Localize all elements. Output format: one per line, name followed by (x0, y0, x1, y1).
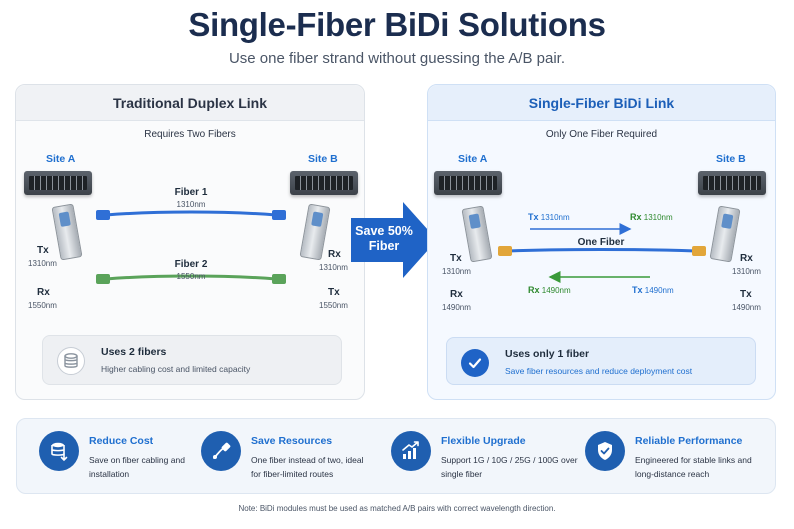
fiber-2-connector-right (272, 274, 286, 284)
site-b-rx-label: Rx (328, 249, 341, 260)
duplex-panel-subtitle: Requires Two Fibers (144, 129, 236, 140)
bidi-site-b-label: Site B (716, 153, 746, 165)
site-a-transceiver-icon (51, 203, 83, 261)
save-arrow-text: Save 50% Fiber (351, 224, 417, 254)
save-arrow-graphic (351, 202, 437, 278)
features-strip: Reduce Cost Save on fiber cabling and in… (16, 418, 776, 494)
bidi-rx-1310-label: Rx 1310nm (630, 212, 673, 222)
bidi-fiber-graphic (498, 223, 706, 283)
feature-title: Flexible Upgrade (441, 435, 526, 447)
fiber-plug-icon (201, 431, 241, 471)
bidi-panel-subtitle: Only One Fiber Required (545, 129, 658, 140)
duplex-site-a-label: Site A (46, 153, 76, 165)
bidi-site-b-tx-wavelength: 1490nm (732, 303, 761, 312)
fiber-2-label: Fiber 2 (174, 259, 208, 270)
bidi-tx-1310-label: Tx 1310nm (528, 212, 570, 222)
bidi-panel-title: Single-Fiber BiDi Link (428, 85, 775, 121)
feature-desc: Engineered for stable links and long-dis… (635, 455, 752, 479)
fiber-1-wavelength: 1310nm (176, 200, 206, 209)
bidi-connector-left (498, 246, 512, 256)
bidi-rx-top-label: Rx (630, 212, 642, 222)
bidi-rx-bottom-wavelength: 1490nm (541, 286, 571, 295)
fiber-1-label: Fiber 1 (174, 187, 208, 198)
site-a-tx-wavelength: 1310nm (28, 259, 57, 268)
site-b-rx-wavelength: 1310nm (319, 263, 348, 272)
bidi-site-a-switch-icon (434, 171, 502, 195)
feature-title: Save Resources (251, 435, 333, 447)
bidi-site-a-label: Site A (458, 153, 488, 165)
bidi-site-a-rx-wavelength: 1490nm (442, 303, 471, 312)
bidi-link-panel: Single-Fiber BiDi Link Only One Fiber Re… (427, 84, 776, 400)
bidi-site-a-transceiver-icon (461, 205, 493, 263)
footer-note: Note: BiDi modules must be used as match… (238, 504, 556, 513)
feature-title: Reliable Performance (635, 435, 743, 447)
feature-desc: Support 1G / 10G / 25G / 100G over singl… (441, 455, 578, 479)
chart-up-icon (391, 431, 431, 471)
site-a-rx-label: Rx (37, 287, 50, 298)
site-b-transceiver-icon (299, 203, 331, 261)
bidi-site-b-switch-icon (698, 171, 766, 195)
fiber-2-cable (105, 274, 277, 281)
duplex-site-b-label: Site B (308, 153, 338, 165)
bidi-tx-top-label: Tx (528, 212, 539, 222)
duplex-fibers-graphic (96, 210, 286, 284)
site-b-switch-icon (290, 171, 358, 195)
bidi-site-b-rx-label: Rx (740, 253, 753, 264)
feature-desc: Save on fiber cabling and installation (89, 455, 185, 479)
bidi-tx-bottom-wavelength: 1490nm (644, 286, 674, 295)
bidi-tx-1490-label: Tx 1490nm (632, 285, 674, 295)
duplex-panel-title: Traditional Duplex Link (16, 85, 364, 121)
bidi-connector-right (692, 246, 706, 256)
checkmark-icon (461, 349, 489, 377)
bidi-site-b-rx-wavelength: 1310nm (732, 267, 761, 276)
fiber-1-connector-right (272, 210, 286, 220)
fiber-1-connector-left (96, 210, 110, 220)
shield-check-icon (585, 431, 625, 471)
duplex-info-box: Uses 2 fibers Higher cabling cost and li… (42, 335, 342, 385)
feature-desc: One fiber instead of two, ideal for fibe… (251, 455, 364, 479)
duplex-info-title: Uses 2 fibers (101, 346, 167, 358)
page-subtitle: Use one fiber strand without guessing th… (228, 50, 566, 67)
one-fiber-label: One Fiber (577, 237, 625, 248)
feature-title: Reduce Cost (89, 435, 154, 447)
bidi-rx-top-wavelength: 1310nm (643, 213, 673, 222)
fiber-2-connector-left (96, 274, 110, 284)
single-fiber-cable (507, 248, 697, 253)
save-arrow-line2: Fiber (368, 239, 400, 253)
site-b-tx-label: Tx (328, 287, 340, 298)
site-a-rx-wavelength: 1550nm (28, 301, 57, 310)
bidi-info-box: Uses only 1 fiber Save fiber resources a… (446, 337, 756, 385)
save-arrow-line1: Save 50% (355, 224, 413, 238)
bidi-tx-bottom-label: Tx (632, 285, 643, 295)
bidi-site-b-transceiver-icon (709, 205, 741, 263)
site-a-tx-label: Tx (37, 245, 49, 256)
database-icon (57, 347, 85, 375)
bidi-site-b-tx-label: Tx (740, 289, 752, 300)
duplex-info-text: Higher cabling cost and limited capacity (101, 364, 251, 374)
site-a-switch-icon (24, 171, 92, 195)
bidi-rx-1490-label: Rx 1490nm (528, 285, 571, 295)
site-b-tx-wavelength: 1550nm (319, 301, 348, 310)
fiber-2-wavelength: 1550nm (176, 272, 206, 281)
database-download-icon (39, 431, 79, 471)
bidi-site-a-tx-label: Tx (450, 253, 462, 264)
bidi-tx-top-wavelength: 1310nm (540, 213, 570, 222)
duplex-link-panel: Traditional Duplex Link Requires Two Fib… (15, 84, 365, 400)
bidi-info-title: Uses only 1 fiber (505, 348, 590, 360)
bidi-rx-bottom-label: Rx (528, 285, 540, 295)
fiber-1-cable (105, 210, 277, 217)
bidi-site-a-rx-label: Rx (450, 289, 463, 300)
bidi-site-a-tx-wavelength: 1310nm (442, 267, 471, 276)
bidi-info-text: Save fiber resources and reduce deployme… (505, 366, 693, 376)
page-title: Single-Fiber BiDi Solutions (188, 6, 606, 43)
